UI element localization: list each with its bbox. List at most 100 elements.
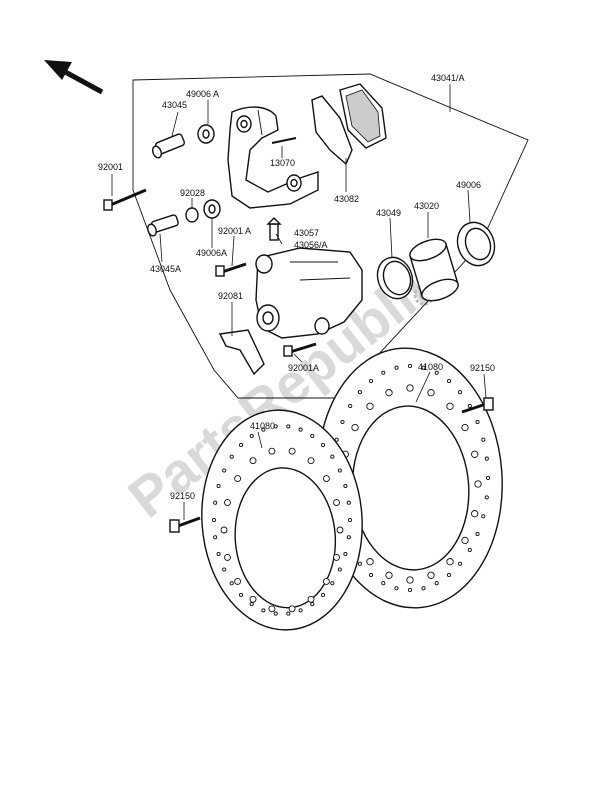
disc-hole: [238, 442, 244, 448]
disc-hole: [320, 592, 326, 598]
spring-plate-92081: [218, 329, 265, 376]
label-49006A-top: 49006 A: [186, 89, 219, 99]
seal-43049: [376, 256, 414, 300]
disc-hole: [427, 389, 435, 397]
disc-hole: [273, 424, 278, 429]
disc-hole: [458, 390, 463, 395]
label-49006: 49006: [456, 180, 481, 190]
bolt-92150-right: [461, 397, 494, 414]
label-43045: 43045: [162, 100, 187, 110]
disc-hole: [224, 553, 231, 561]
disc-hole: [385, 389, 393, 397]
disc-hole: [394, 586, 399, 591]
label-43082: 43082: [334, 194, 359, 204]
disc-hole: [368, 378, 374, 384]
disc-hole: [249, 433, 254, 438]
disc-hole: [407, 587, 413, 593]
label-41080-right: 41080: [418, 362, 443, 372]
disc-hole: [222, 567, 227, 572]
disc-hole: [337, 468, 342, 473]
disc-hole: [224, 499, 231, 507]
clip-13070: [271, 137, 297, 144]
disc-hole: [446, 378, 452, 384]
disc-hole: [213, 500, 218, 505]
pin-43045A: [147, 214, 179, 237]
disc-hole: [406, 576, 414, 584]
disc-hole: [333, 553, 340, 561]
leader-lines: [111, 84, 487, 520]
disc-hole: [467, 403, 472, 409]
disc-hole: [330, 454, 335, 459]
bolt-92001: [103, 188, 147, 211]
disc-hole: [249, 595, 257, 603]
disc-hole: [481, 514, 486, 519]
disc-hole: [346, 535, 351, 540]
disc-hole: [249, 457, 257, 465]
disc-hole: [322, 577, 330, 585]
bushing-49006A-top: [197, 124, 215, 144]
disc-hole: [343, 483, 348, 489]
disc-hole: [307, 595, 315, 603]
disc-hole: [340, 419, 345, 425]
label-92001: 92001: [98, 162, 123, 172]
disc-hole: [471, 510, 479, 518]
label-92001A-bot: 92001A: [288, 363, 319, 373]
disc-hole: [234, 475, 242, 483]
bolt-92001A-top: [215, 262, 247, 277]
disc-hole: [229, 581, 234, 586]
disc-hole: [446, 402, 454, 410]
label-92150-left: 92150: [170, 491, 195, 501]
disc-hole: [485, 475, 491, 481]
disc-hole: [446, 572, 452, 578]
disc-hole: [213, 535, 218, 540]
label-43056A: 43056/A: [294, 240, 328, 250]
brake-pad: [311, 83, 387, 166]
label-92001A-top: 92001 A: [218, 226, 251, 236]
disc-hole: [484, 495, 489, 500]
label-41080-left: 41080: [250, 421, 275, 431]
arrow-up-left-icon: [44, 60, 104, 95]
label-49006A-mid: 49006A: [196, 248, 227, 258]
brake-disc-left: [201, 409, 363, 631]
bolt-92001A-bot: [283, 342, 317, 357]
disc-hole: [288, 447, 296, 455]
disc-hole: [366, 558, 374, 566]
disc-hole: [481, 437, 486, 442]
disc-hole: [238, 592, 244, 598]
assembly-outline: [132, 73, 529, 399]
disc-hole: [467, 547, 472, 553]
disc-hole: [368, 572, 374, 578]
disc-hole: [320, 442, 326, 448]
disc-hole: [334, 437, 339, 442]
label-92150-right: 92150: [470, 363, 495, 373]
disc-hole: [298, 427, 303, 432]
disc-hole: [268, 605, 276, 613]
disc-hole: [351, 423, 359, 432]
disc-hole: [394, 365, 399, 370]
disc-hole: [346, 500, 351, 505]
label-43057: 43057: [294, 228, 319, 238]
disc-hole: [406, 384, 414, 392]
pin-43045: [151, 133, 186, 159]
disc-hole: [381, 370, 386, 375]
disc-hole: [347, 517, 353, 523]
disc-hole: [471, 450, 479, 458]
disc-hole: [385, 571, 393, 579]
caliper-body: [255, 247, 363, 339]
label-13070: 13070: [270, 158, 295, 168]
label-43045A: 43045A: [150, 264, 181, 274]
label-43049: 43049: [376, 208, 401, 218]
disc-hole: [307, 457, 315, 465]
disc-hole: [461, 536, 469, 545]
disc-hole: [211, 517, 217, 523]
bleeder-43057: [266, 217, 282, 241]
disc-hole: [357, 561, 362, 566]
disc-hole: [310, 602, 315, 607]
disc-hole: [220, 526, 228, 534]
label-43041A: 43041/A: [431, 73, 465, 83]
disc-hole: [298, 608, 303, 613]
disc-hole: [427, 571, 435, 579]
disc-hole: [310, 433, 315, 438]
disc-hole: [343, 551, 348, 557]
